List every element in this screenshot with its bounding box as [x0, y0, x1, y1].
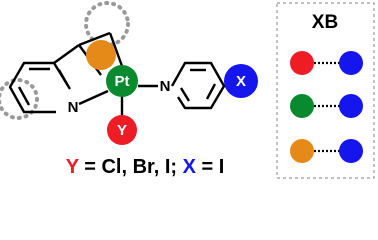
- y-atom: [107, 115, 137, 145]
- blue-sphere: [339, 139, 363, 163]
- ring-placeholder-left: [0, 78, 39, 120]
- red-sphere: [290, 51, 314, 75]
- x-label: X: [236, 73, 246, 90]
- blue-sphere: [339, 94, 363, 118]
- xb-pair-red-blue: [290, 51, 363, 75]
- orange-substituent: [86, 40, 116, 70]
- caption-x: X: [183, 156, 197, 178]
- y-label: Y: [117, 122, 127, 139]
- caption-y: Y: [66, 156, 80, 178]
- pyridine-nitrogen-label: N: [68, 99, 79, 116]
- xb-pair-orange-blue: [290, 139, 363, 163]
- xb-complex-diagram: N N Pt Y X Y = Cl, Br, I; X = I XB: [0, 1, 375, 179]
- pt-label: Pt: [115, 73, 130, 90]
- blue-sphere: [339, 51, 363, 75]
- green-sphere: [290, 94, 314, 118]
- caption-end: = I: [196, 156, 224, 178]
- xb-pair-green-blue: [290, 94, 363, 118]
- ring-placeholder-top: [84, 1, 130, 47]
- xb-legend-box: [276, 2, 375, 179]
- x-pyridine-nitrogen-label: N: [160, 78, 171, 95]
- pt-atom: [106, 65, 138, 97]
- x-atom: [224, 64, 258, 98]
- orange-sphere: [290, 139, 314, 163]
- cyclometalated-ligand: [8, 31, 124, 114]
- xb-legend-title: XB: [312, 12, 338, 33]
- caption: Y = Cl, Br, I; X = I: [66, 156, 225, 178]
- caption-middle: = Cl, Br, I;: [79, 156, 183, 178]
